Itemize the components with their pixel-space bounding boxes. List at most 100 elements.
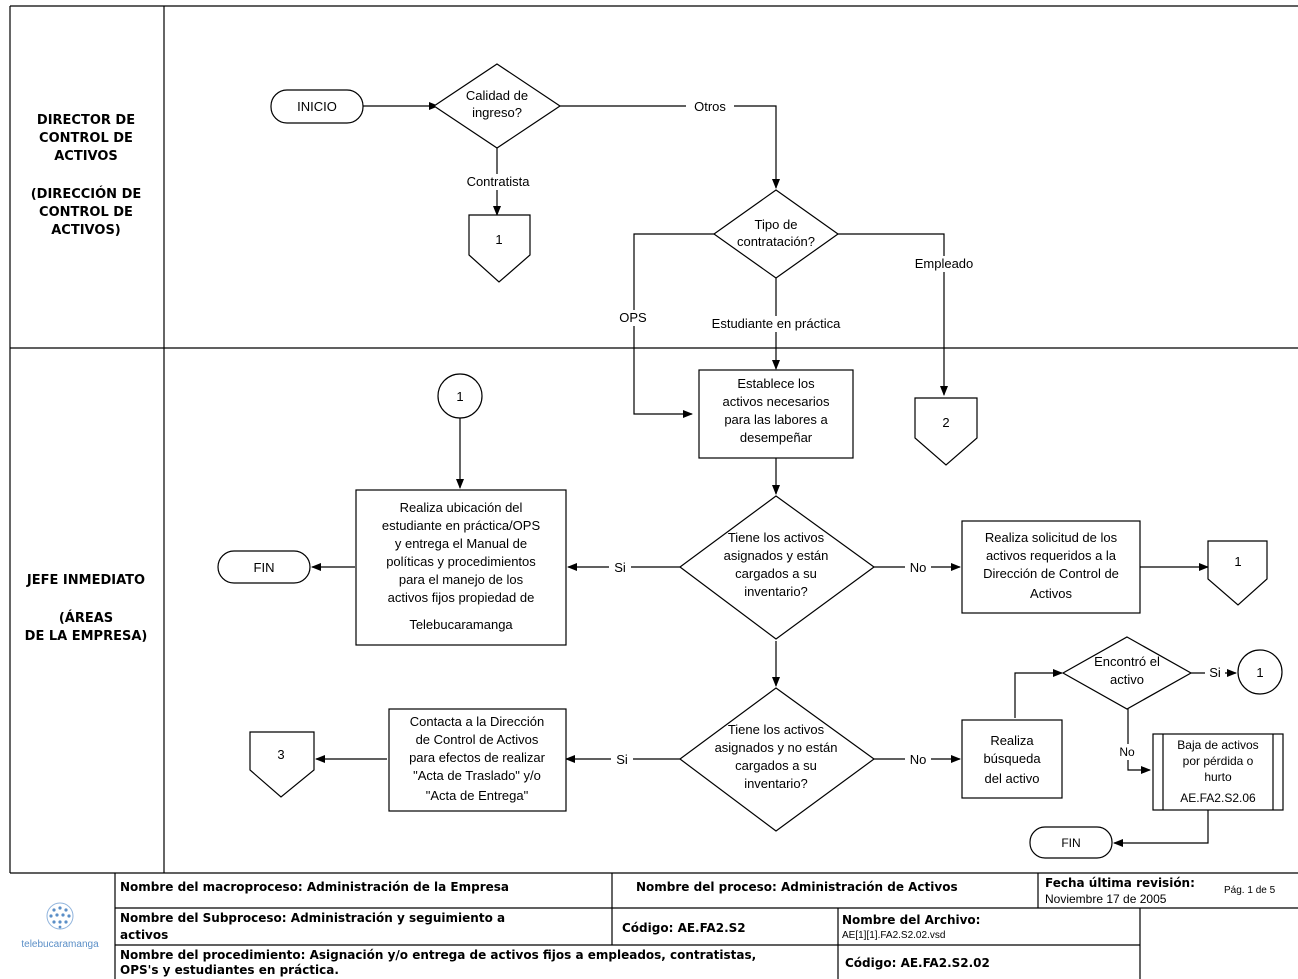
- busqueda-label: búsqueda: [983, 751, 1041, 766]
- establece-label: activos necesarios: [723, 394, 830, 409]
- lane-label-line: ACTIVOS): [51, 223, 121, 238]
- footer-codigo-subproceso: Código: AE.FA2.S2: [622, 921, 746, 935]
- footer-pagina: Pág. 1 de 5: [1224, 885, 1276, 896]
- fin-label: FIN: [1061, 836, 1080, 850]
- lane-label-line: (DIRECCIÓN DE: [31, 186, 142, 202]
- edge-label-estudiante: Estudiante en práctica: [712, 316, 841, 331]
- tiene-asignados-decision: Tiene los activos asignados y están carg…: [678, 495, 876, 640]
- establece-process: Establece los activos necesarios para la…: [698, 369, 854, 459]
- tiene2-label: cargados a su: [735, 758, 817, 773]
- edge-label-contratista: Contratista: [467, 174, 531, 189]
- offpage-connector-1-right: 1: [1207, 540, 1268, 606]
- offpage-connector-2: 2: [914, 397, 978, 466]
- edge-label-si: Si: [614, 560, 626, 575]
- contacta-label: para efectos de realizar: [409, 750, 546, 765]
- busqueda-label: Realiza: [990, 733, 1034, 748]
- establece-label: desempeñar: [740, 430, 813, 445]
- realiza-label: para el manejo de los: [399, 572, 524, 587]
- establece-label: para las labores a: [724, 412, 828, 427]
- solicitud-label: Activos: [1030, 586, 1072, 601]
- edge-baja-fin: [1113, 810, 1209, 847]
- solicitud-process: Realiza solicitud de los activos requeri…: [961, 520, 1141, 614]
- offpage-connector-3: 3: [249, 731, 315, 798]
- lane-label-line: ACTIVOS: [54, 149, 118, 164]
- realiza-label: estudiante en práctica/OPS: [382, 518, 541, 533]
- realiza-ubicacion-process: Realiza ubicación del estudiante en prác…: [355, 489, 567, 646]
- encontro-decision: Encontró el activo: [1061, 636, 1193, 710]
- edge-labels: Otros Contratista Empleado OPS Estudiant…: [456, 98, 1225, 767]
- footer-macroproceso: Nombre del macroproceso: Administración …: [120, 880, 509, 894]
- tipo-decision: Tipo de contratación?: [712, 189, 840, 279]
- edge-label-no: No: [910, 752, 927, 767]
- lane-label-line: JEFE INMEDIATO: [26, 573, 145, 588]
- contacta-label: "Acta de Traslado" y/o: [413, 768, 541, 783]
- edge-calidad-tipo: [560, 105, 780, 189]
- realiza-label: políticas y procedimientos: [386, 554, 536, 569]
- edge-busqueda-encontro: [1014, 669, 1063, 718]
- tiene1-label: Tiene los activos: [728, 530, 825, 545]
- tiene1-label: inventario?: [744, 584, 808, 599]
- solicitud-label: activos requeridos a la: [986, 548, 1117, 563]
- footer-fecha-label: Fecha última revisión:: [1045, 876, 1195, 890]
- footer-archivo-value: AE[1][1].FA2.S2.02.vsd: [842, 930, 945, 941]
- lane-label-line: DIRECTOR DE: [37, 113, 135, 128]
- fin-terminator-2: FIN: [1029, 826, 1113, 859]
- edge-label-no: No: [910, 560, 927, 575]
- connector-label: 1: [456, 389, 463, 404]
- lane-label-jefe: JEFE INMEDIATO (ÁREAS DE LA EMPRESA): [25, 573, 148, 644]
- lane-label-director: DIRECTOR DE CONTROL DE ACTIVOS (DIRECCIÓ…: [31, 113, 142, 238]
- baja-label: por pérdida o: [1183, 754, 1254, 768]
- inicio-terminator: INICIO: [270, 89, 364, 124]
- offpage-connector-1-top: 1: [468, 214, 531, 283]
- busqueda-label: del activo: [985, 771, 1040, 786]
- edge-label-si: Si: [1209, 665, 1221, 680]
- tiene1-label: asignados y están: [724, 548, 829, 563]
- footer-procedimiento: OPS's y estudiantes en práctica.: [120, 963, 339, 977]
- footer-table: [114, 873, 1298, 979]
- footer-proceso: Nombre del proceso: Administración de Ac…: [636, 880, 958, 894]
- establece-label: Establece los: [737, 376, 815, 391]
- edge-label-no: No: [1119, 745, 1135, 759]
- busqueda-process: Realiza búsqueda del activo: [961, 719, 1063, 799]
- realiza-label: y entrega el Manual de: [395, 536, 527, 551]
- contacta-label: "Acta de Entrega": [426, 788, 529, 803]
- lane-label-line: DE LA EMPRESA): [25, 629, 148, 644]
- footer-subproceso: Nombre del Subproceso: Administración y …: [120, 911, 505, 925]
- telebucaramanga-logo: telebucaramanga: [21, 902, 99, 950]
- footer-codigo-procedimiento: Código: AE.FA2.S2.02: [845, 956, 990, 970]
- edge-encontro-no: [1127, 709, 1151, 774]
- baja-label: hurto: [1204, 770, 1232, 784]
- lane-label-line: CONTROL DE: [39, 205, 133, 220]
- logo-wordmark: telebucaramanga: [21, 939, 99, 950]
- connector-label: 1: [495, 232, 502, 247]
- baja-label: AE.FA2.S2.06: [1180, 791, 1256, 805]
- fin-terminator-1: FIN: [217, 550, 311, 584]
- edge-tipo-empleado: [838, 233, 948, 396]
- calidad-label: ingreso?: [472, 105, 522, 120]
- baja-activos-subprocess: Baja de activos por pérdida o hurto AE.F…: [1152, 733, 1284, 811]
- lane-label-line: (ÁREAS: [59, 610, 113, 626]
- footer-text: Nombre del macroproceso: Administración …: [120, 876, 1276, 977]
- tipo-label: Tipo de: [755, 217, 798, 232]
- footer-fecha-value: Noviembre 17 de 2005: [1045, 892, 1167, 906]
- tipo-label: contratación?: [737, 234, 815, 249]
- tiene2-label: inventario?: [744, 776, 808, 791]
- edge-label-empleado: Empleado: [915, 256, 974, 271]
- connector-label: 2: [942, 415, 949, 430]
- contacta-label: de Control de Activos: [416, 732, 539, 747]
- calidad-decision: Calidad de ingreso?: [432, 63, 562, 149]
- realiza-label: activos fijos propiedad de: [388, 590, 535, 605]
- tiene2-label: asignados y no están: [715, 740, 838, 755]
- encontro-label: activo: [1110, 672, 1144, 687]
- baja-label: Baja de activos: [1177, 738, 1258, 752]
- tiene-no-cargados-decision: Tiene los activos asignados y no están c…: [678, 687, 876, 832]
- inicio-label: INICIO: [297, 99, 337, 114]
- connector-label: 1: [1256, 665, 1263, 680]
- calidad-label: Calidad de: [466, 88, 528, 103]
- onpage-connector-1-right: 1: [1237, 649, 1283, 695]
- swimlane-frame: [9, 5, 1298, 874]
- tiene2-label: Tiene los activos: [728, 722, 825, 737]
- tiene1-label: cargados a su: [735, 566, 817, 581]
